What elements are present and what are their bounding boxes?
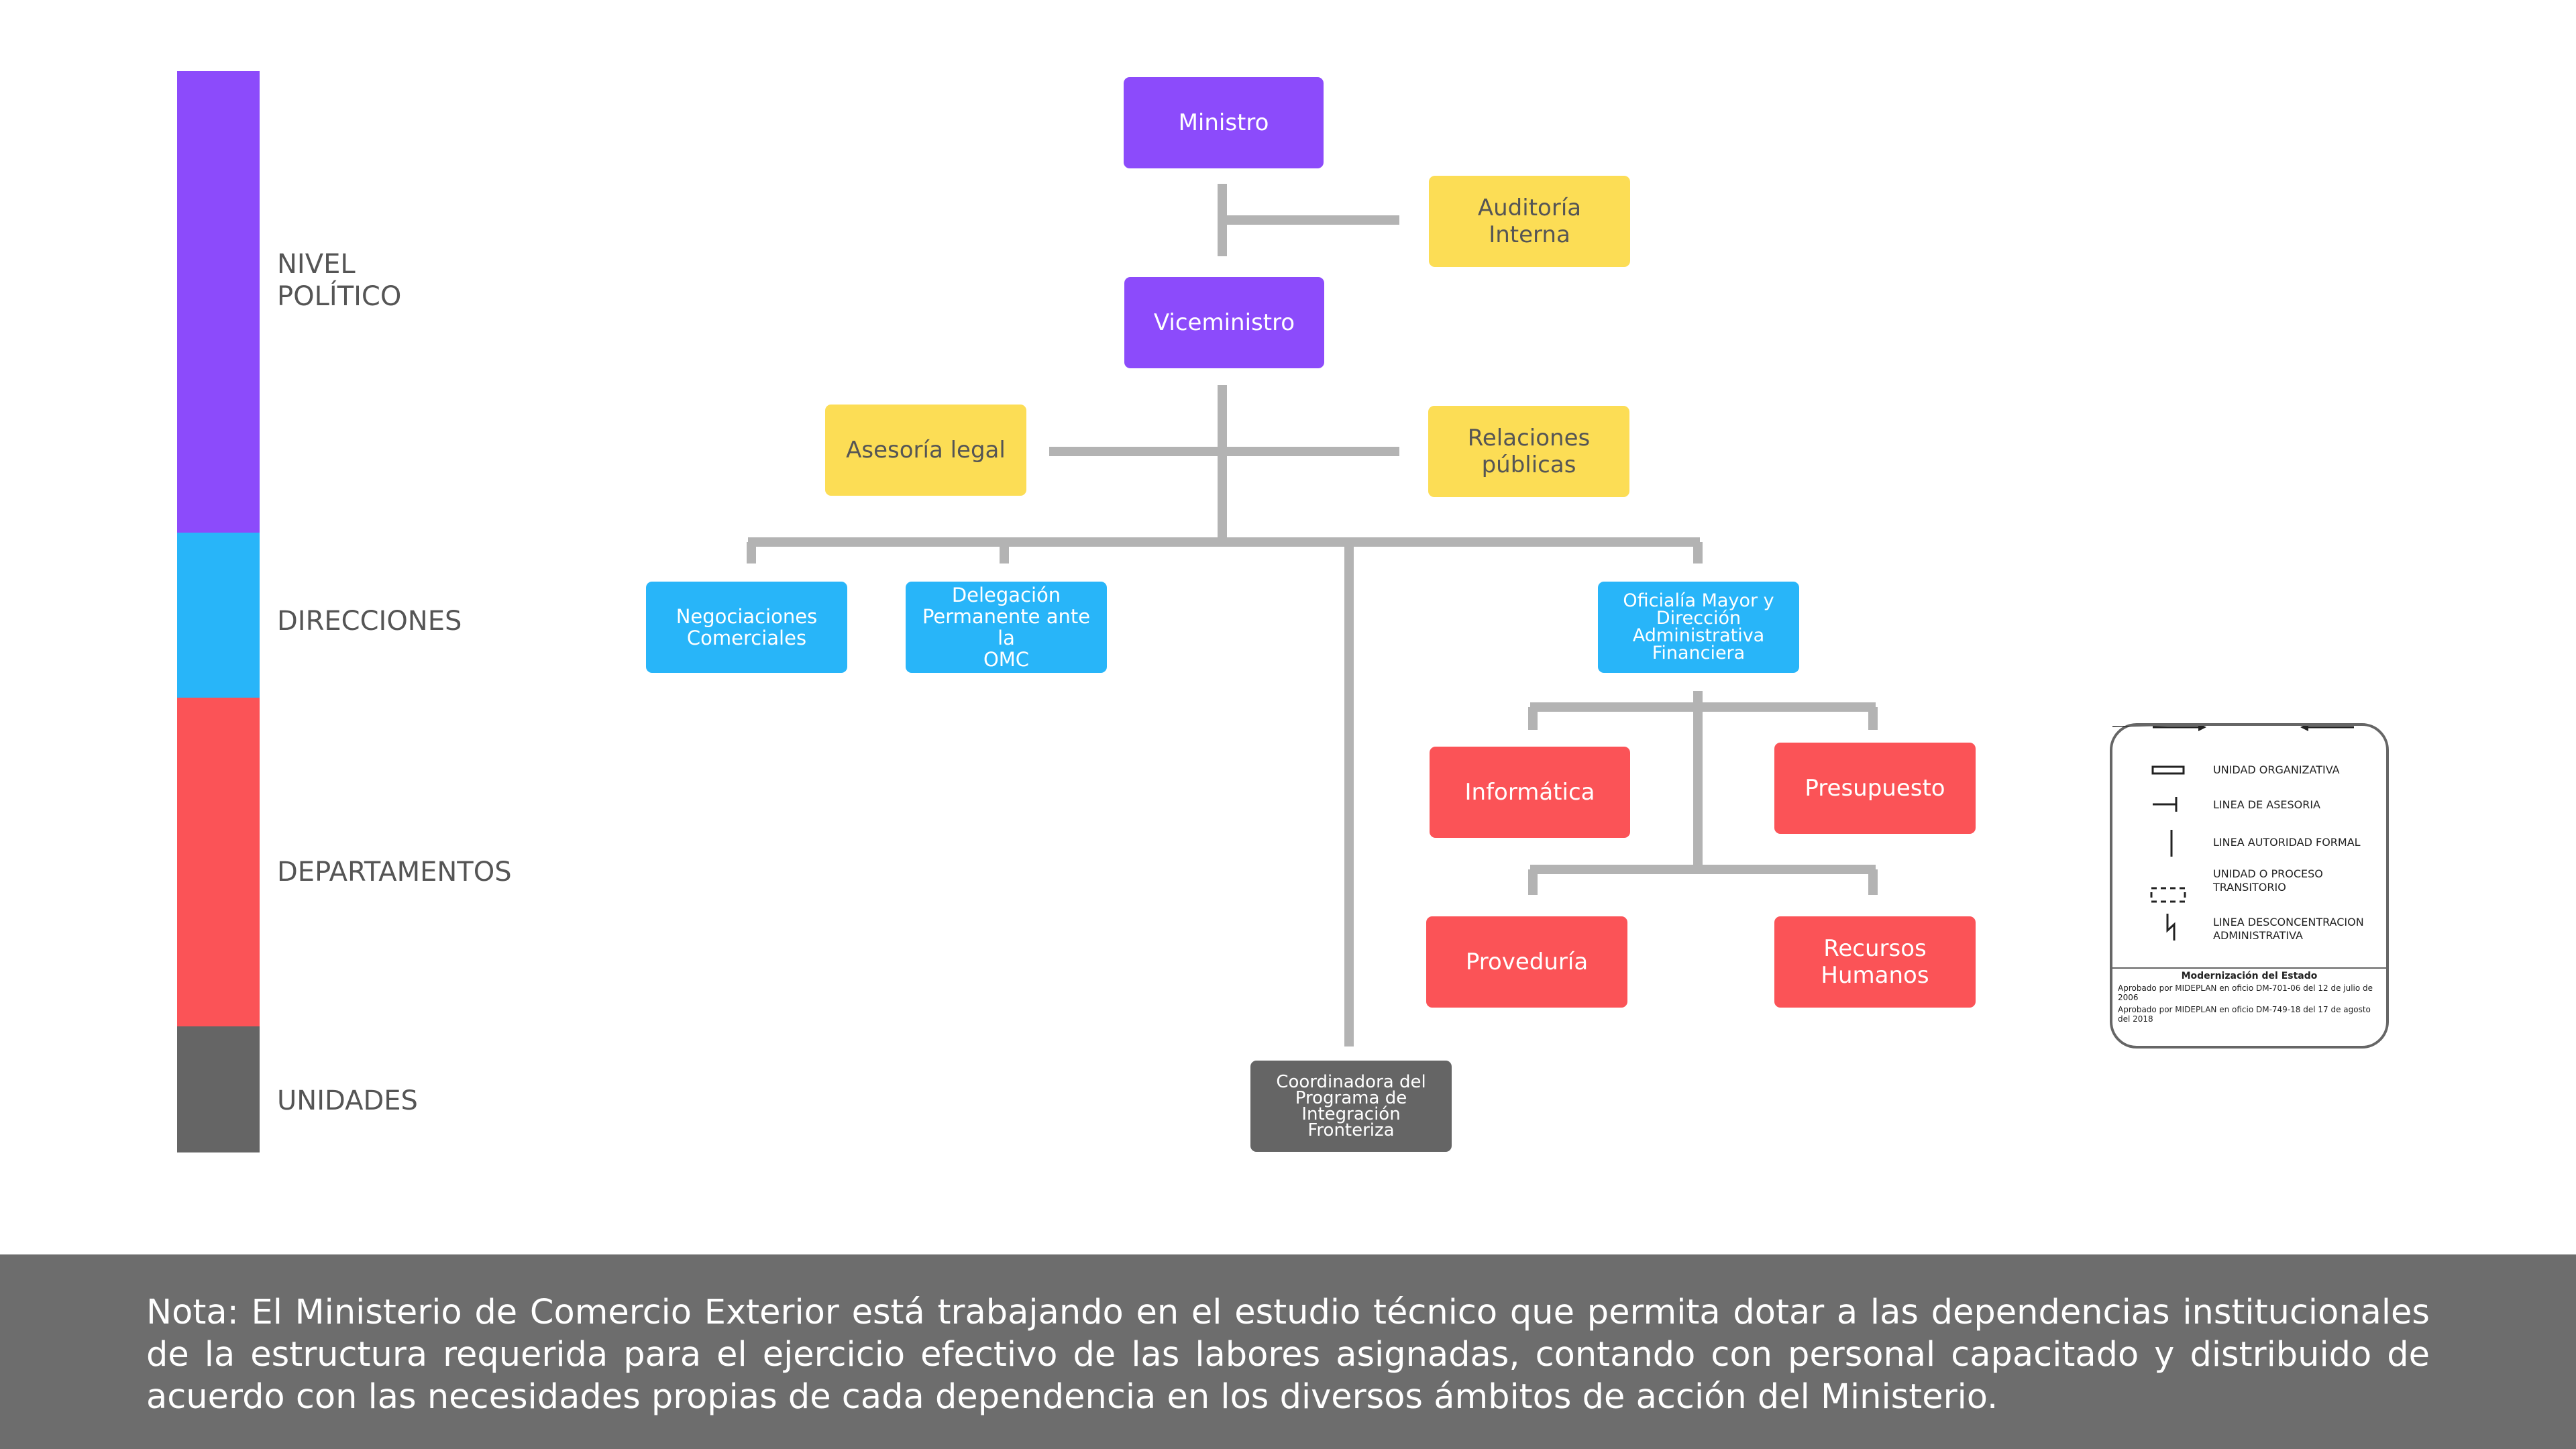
- node-relaciones-publicas[interactable]: Relaciones públicas: [1428, 406, 1629, 497]
- legend-footer-line1: Aprobado por MIDEPLAN en oficio DM-701-0…: [2118, 983, 2373, 1002]
- level-bar-unidades: [177, 1026, 260, 1152]
- legend-desconcentracion-symbol: [2166, 914, 2176, 941]
- legend-glyphs: [2150, 726, 2354, 941]
- legend-transitorio-symbol: [2150, 887, 2186, 903]
- level-bar-politico: [177, 71, 260, 533]
- legend-footer: Modernización del Estado Aprobado por MI…: [2112, 967, 2386, 1024]
- node-auditoria-interna[interactable]: Auditoría Interna: [1429, 176, 1630, 267]
- legend-item-asesoria: LINEA DE ASESORIA: [2213, 798, 2320, 811]
- node-informatica[interactable]: Informática: [1430, 747, 1630, 838]
- footer-note-band: Nota: El Ministerio de Comercio Exterior…: [0, 1254, 2576, 1449]
- node-negociaciones-comerciales[interactable]: Negociaciones Comerciales: [646, 582, 847, 673]
- legend-unidad-symbol: [2151, 765, 2185, 775]
- footer-note-text: Nota: El Ministerio de Comercio Exterior…: [146, 1293, 2430, 1417]
- node-asesoria-legal[interactable]: Asesoría legal: [825, 405, 1026, 496]
- legend-top-arrow-right-head: [2300, 726, 2308, 731]
- level-bar-direcciones: [177, 533, 260, 698]
- node-presupuesto[interactable]: Presupuesto: [1774, 743, 1976, 834]
- node-viceministro[interactable]: Viceministro: [1124, 277, 1324, 368]
- legend-item-autoridad: LINEA AUTORIDAD FORMAL: [2213, 836, 2361, 849]
- legend-top-arrow-left-head: [2198, 726, 2206, 731]
- level-bar-departamentos: [177, 698, 260, 1026]
- level-label-unidades: UNIDADES: [277, 1085, 418, 1116]
- level-label-departamentos: DEPARTAMENTOS: [277, 857, 512, 888]
- level-label-politico: NIVEL POLÍTICO: [277, 249, 402, 312]
- node-oficialia-mayor[interactable]: Oficialía Mayor y Dirección Administrati…: [1598, 582, 1799, 673]
- node-recursos-humanos[interactable]: Recursos Humanos: [1774, 916, 1976, 1008]
- legend-item-desconcentracion: LINEA DESCONCENTRACION ADMINISTRATIVA: [2213, 916, 2364, 942]
- node-proveduria[interactable]: Proveduría: [1426, 916, 1627, 1008]
- node-coordinadora-integracion[interactable]: Coordinadora del Programa de Integración…: [1250, 1061, 1452, 1152]
- legend-box: UNIDAD ORGANIZATIVA LINEA DE ASESORIA LI…: [2110, 723, 2389, 1049]
- legend-item-unidad: UNIDAD ORGANIZATIVA: [2213, 763, 2340, 776]
- node-delegacion-omc[interactable]: Delegación Permanente ante la OMC: [906, 582, 1107, 673]
- node-ministro[interactable]: Ministro: [1124, 77, 1324, 168]
- legend-footer-title: Modernización del Estado: [2181, 971, 2318, 981]
- legend-item-transitorio: UNIDAD O PROCESO TRANSITORIO: [2213, 867, 2323, 894]
- legend-footer-line2: Aprobado por MIDEPLAN en oficio DM-749-1…: [2118, 1005, 2371, 1024]
- level-label-direcciones: DIRECCIONES: [277, 606, 462, 637]
